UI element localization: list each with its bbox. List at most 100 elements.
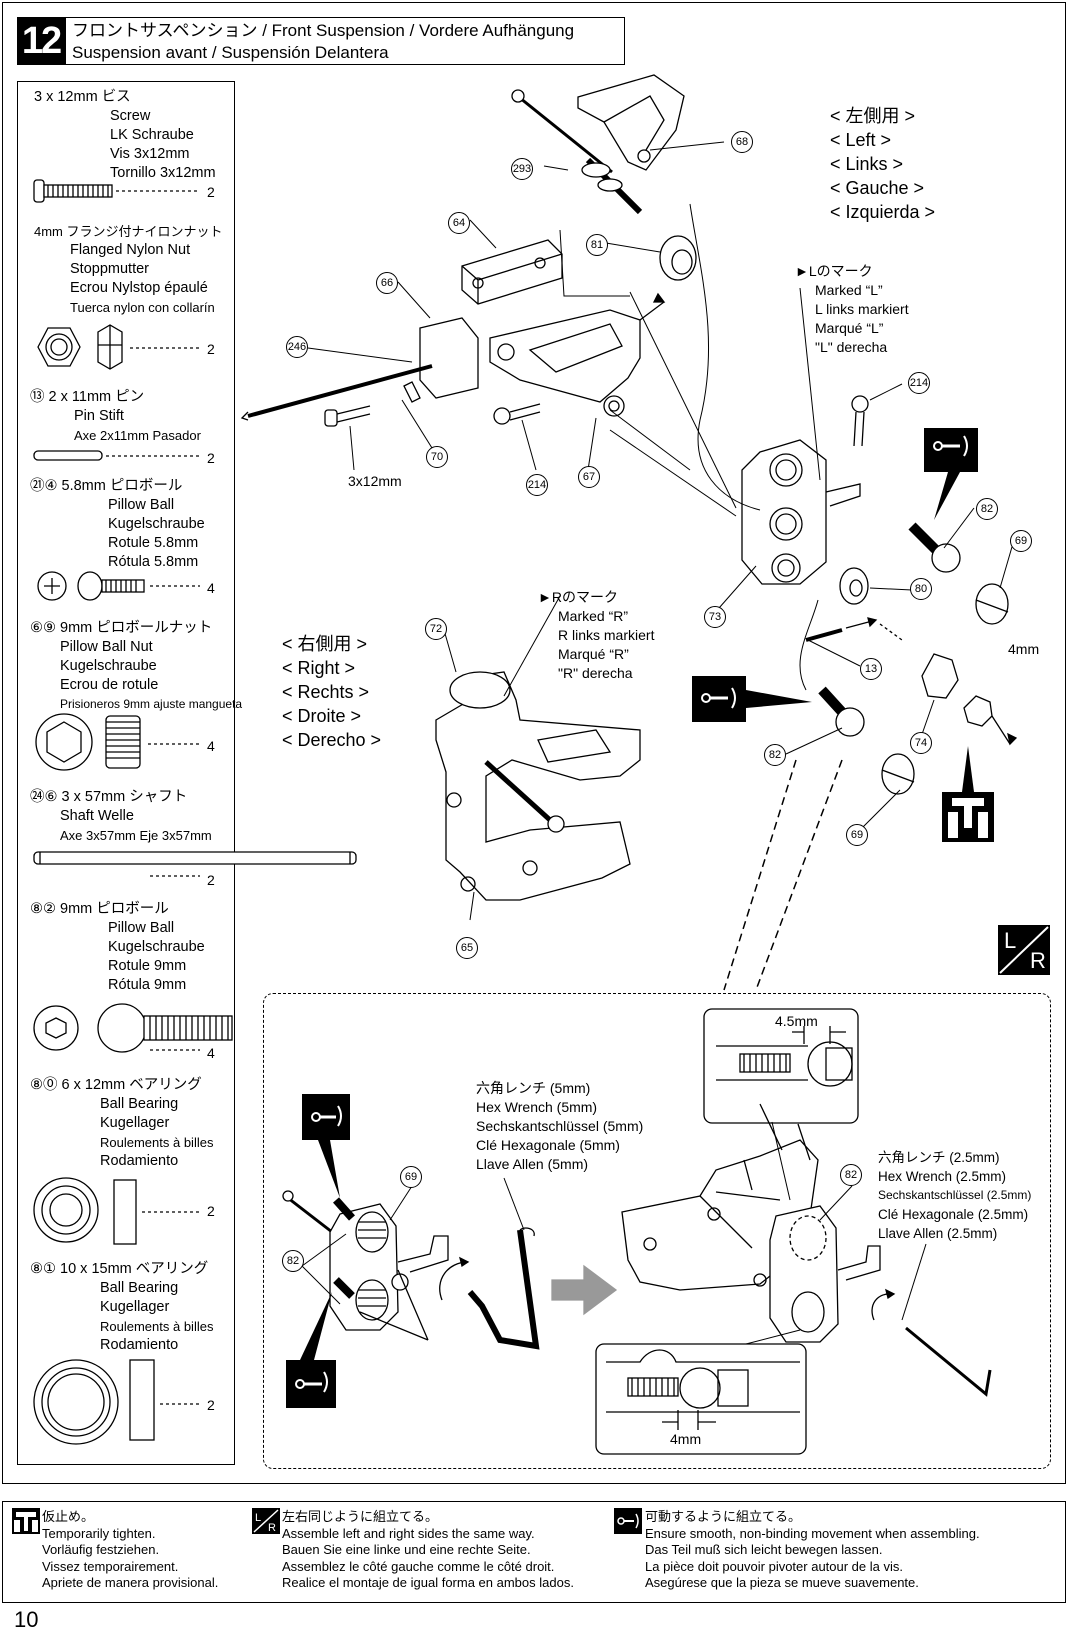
lr-icon-r: R: [1030, 948, 1046, 973]
arrow-right-icon: [551, 1264, 618, 1316]
title-line-1: フロントサスペンション / Front Suspension / Vordere…: [72, 21, 575, 40]
part-pillow-nut: ⑥⑨ 9mm ピロボールナット Pillow Ball Nut Kugelsch…: [30, 620, 243, 711]
legend-footer: [2, 1501, 1066, 1603]
part-pin: ⑬ 2 x 11mm ピン Pin Stift Axe 2x11mm Pasad…: [30, 389, 201, 443]
callout-74: 74: [910, 732, 932, 754]
callout-81: 81: [586, 234, 608, 256]
part-pillow-58: ㉑④ 5.8mm ピロボール Pillow Ball Kugelschraube…: [30, 478, 205, 570]
callout-214-right: 214: [908, 372, 930, 394]
callout-65: 65: [456, 937, 478, 959]
callout-64: 64: [448, 212, 470, 234]
smooth-movement-icon-bottom-a: [302, 1094, 350, 1198]
callout-246: 246: [286, 336, 308, 358]
part-screw: 3 x 12mm ビス Screw LK Schraube Vis 3x12mm…: [34, 89, 216, 181]
title-line-2: Suspension avant / Suspensión Delantera: [72, 43, 389, 62]
pillow-nut-icon: [35, 713, 200, 771]
legend-same: 左右同じように組立てる。Assemble left and right side…: [282, 1509, 574, 1590]
bearing-80-drawing: [839, 567, 869, 605]
shaft-icon: [33, 851, 357, 877]
hex-wrench-25-label: 六角レンチ (2.5mm)Hex Wrench (2.5mm)Sechskant…: [878, 1150, 1032, 1241]
qty-bearing-1015: 2: [207, 1397, 215, 1413]
left-hub-assembly-drawing: [282, 1190, 449, 1341]
qty-pillow-58: 4: [207, 580, 215, 596]
callout-82-bottom-right: 82: [840, 1164, 862, 1186]
qty-shaft: 2: [207, 872, 215, 888]
right-side-heading: < 右側用 >< Right >< Rechts >< Droite >< De…: [282, 634, 382, 750]
holder-64-drawing: [461, 239, 563, 305]
smooth-movement-icon-lower: [692, 676, 812, 722]
hex-wrench-25-drawing: [871, 1288, 992, 1397]
nut-69-upper-drawing: [975, 583, 1009, 625]
mark-l-note: ►Lのマーク Marked “L” L links markiert Marqu…: [795, 263, 909, 355]
pillow-ball-82-upper-drawing: [908, 522, 961, 573]
parts-list-panel: [17, 81, 235, 1465]
qty-pillow-9: 4: [207, 1045, 215, 1061]
detail-top-drawing: [716, 1026, 853, 1087]
temporarily-tighten-legend-icon: [12, 1508, 40, 1534]
qty-nut: 2: [207, 341, 215, 357]
callout-82-bottom-left: 82: [282, 1250, 304, 1272]
callout-70: 70: [426, 446, 448, 468]
part-nut: 4mm フランジ付ナイロンナット Flanged Nylon Nut Stopp…: [34, 224, 223, 315]
qty-screw: 2: [207, 184, 215, 200]
shaft-246-drawing: [240, 364, 433, 421]
qty-bearing-612: 2: [207, 1203, 215, 1219]
callout-80: 80: [910, 578, 932, 600]
callout-67: 67: [578, 466, 600, 488]
page-frame: [2, 2, 1066, 1484]
legend-tighten: 仮止め。Temporarily tighten.Vorläufig festzi…: [42, 1509, 219, 1590]
bottom-leaders: [301, 1121, 927, 1345]
nut-74-drawing: [921, 653, 1018, 746]
pillow-ball-214-drawing: [493, 395, 869, 447]
bearing-81-drawing: [659, 235, 697, 281]
callout-68: 68: [731, 131, 753, 153]
smooth-movement-legend-icon: [614, 1508, 642, 1534]
callout-69-bottom: 69: [400, 1166, 422, 1188]
svg-text:L: L: [255, 1512, 261, 1524]
pin-icon: [33, 450, 200, 461]
pillow-ball-82-lower-drawing: [818, 686, 865, 737]
hex-wrench-5-label: 六角レンチ (5mm)Hex Wrench (5mm)Sechskantschl…: [476, 1080, 644, 1172]
callout-72: 72: [425, 618, 447, 640]
callout-69-lower: 69: [846, 824, 868, 846]
nut-icon: [37, 324, 200, 370]
temporarily-tighten-icon: [942, 746, 994, 842]
bearing-1015-icon: [33, 1359, 200, 1445]
gap-bottom-label: 4mm: [670, 1431, 702, 1447]
legend-smooth: 可動するように組立てる。Ensure smooth, non-binding m…: [645, 1509, 980, 1590]
page-number: 10: [14, 1607, 39, 1632]
detail-bottom-drawing: [606, 1349, 800, 1430]
nut-69-lower-drawing: [881, 753, 915, 795]
lr-icon-l: L: [1004, 928, 1017, 953]
step-title: フロントサスペンション / Front Suspension / Vordere…: [65, 17, 625, 65]
callout-293: 293: [511, 158, 533, 180]
step-number: 12: [17, 17, 65, 65]
pillow-ball-58-icon: [37, 571, 200, 601]
right-assembly-drawing: [435, 671, 641, 901]
gap-top-label: 4.5mm: [775, 1013, 818, 1029]
part-bearing-612: ⑧⓪ 6 x 12mm ベアリング Ball Bearing Kugellage…: [30, 1077, 214, 1169]
part-pillow-9: ⑧② 9mm ピロボール Pillow Ball Kugelschraube R…: [30, 901, 205, 993]
detail-box: [263, 993, 1051, 1469]
knuckle-73-drawing: [741, 439, 861, 585]
svg-text:R: R: [268, 1522, 276, 1534]
guide-lines: [723, 759, 843, 991]
wrench-gap-label: 4mm: [1008, 641, 1040, 657]
upper-arm-drawing: [577, 74, 685, 171]
leader-lines: [307, 141, 1015, 921]
bearing-612-icon: [33, 1177, 200, 1245]
pillow-ball-9-icon: [33, 1003, 233, 1053]
qty-pillow-nut: 4: [207, 738, 215, 754]
lower-arm-drawing: [419, 292, 666, 417]
smooth-movement-icon-upper: [924, 428, 978, 520]
pin-13-drawing: [805, 617, 903, 642]
callout-69-upper: 69: [1010, 530, 1032, 552]
hex-wrench-5-drawing: [439, 1227, 540, 1350]
smooth-movement-icon-bottom-b: [286, 1292, 336, 1408]
callout-82-upper: 82: [976, 498, 998, 520]
qty-pin: 2: [207, 450, 215, 466]
callout-82-lower: 82: [764, 744, 786, 766]
assembled-hub-drawing: [621, 1103, 881, 1343]
